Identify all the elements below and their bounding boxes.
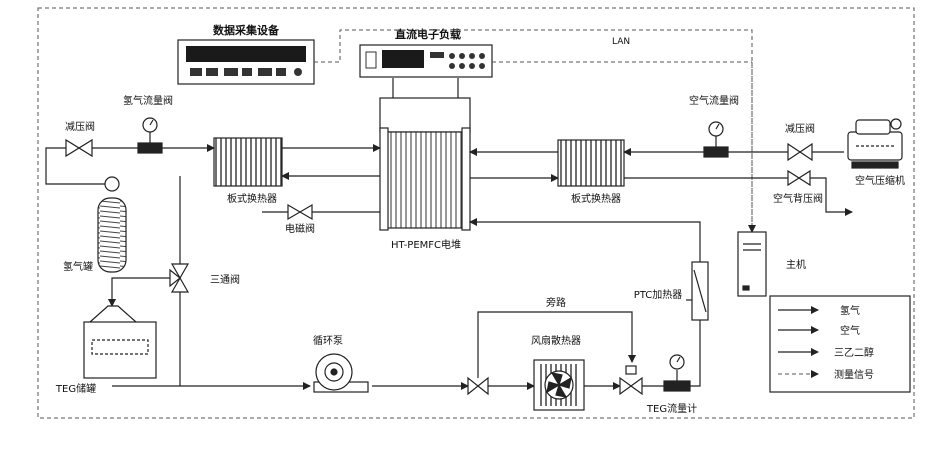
air-compressor-label: 空气压缩机	[855, 174, 905, 187]
legend: 氢气 空气 三乙二醇 测量信号	[770, 296, 910, 392]
air-flow-valve-label: 空气流量阀	[689, 94, 739, 107]
pump-label: 循环泵	[313, 334, 343, 347]
dc-load-label: 直流电子负载	[395, 27, 461, 41]
reducer-valve-right	[788, 144, 812, 160]
plate-hx-left-label: 板式换热器	[227, 192, 277, 205]
hydrogen-flow-valve	[138, 118, 162, 153]
reducer-right-label: 减压阀	[785, 122, 815, 135]
solenoid-label: 电磁阀	[285, 222, 315, 235]
bypass-label: 旁路	[546, 296, 566, 309]
stack-label: HT-PEMFC电堆	[391, 238, 461, 251]
legend-item-signal: 测量信号	[834, 368, 874, 381]
plate-hx-left	[214, 138, 282, 186]
fan-hx-label: 风扇散热器	[531, 334, 581, 347]
teg-flowmeter-label: TEG流量计	[646, 402, 697, 415]
reducer-left-label: 减压阀	[65, 120, 95, 133]
circulation-pump	[314, 354, 368, 392]
air-back-valve-label: 空气背压阀	[773, 192, 823, 205]
teg-tank	[84, 306, 156, 378]
h2-tank-label: 氢气罐	[63, 260, 93, 273]
solenoid-valve	[288, 205, 312, 219]
reducer-valve-left	[66, 140, 92, 156]
h2-flow-valve-label: 氢气流量阀	[123, 94, 173, 107]
ptc-heater	[686, 262, 708, 320]
three-way-label: 三通阀	[210, 273, 240, 286]
air-flow-valve	[704, 122, 728, 157]
split-valve	[468, 378, 488, 394]
fan-heat-exchanger	[534, 360, 584, 410]
daq-label: 数据采集设备	[213, 23, 280, 37]
daq-device	[178, 40, 314, 84]
legend-item-air: 空气	[840, 324, 860, 337]
lan-label: LAN	[612, 37, 630, 47]
fuel-cell-stack	[380, 78, 470, 230]
mixing-valve	[620, 366, 642, 394]
air-back-pressure-valve	[788, 171, 810, 185]
legend-item-teg: 三乙二醇	[834, 346, 874, 359]
air-compressor	[848, 119, 902, 168]
hydrogen-lines	[46, 148, 380, 212]
host-label: 主机	[786, 258, 806, 271]
dc-load-device	[360, 45, 492, 77]
plate-hx-right-label: 板式换热器	[571, 192, 621, 205]
three-way-valve	[170, 264, 188, 292]
hydrogen-tank	[98, 177, 126, 272]
ptc-label: PTC加热器	[634, 288, 683, 301]
legend-item-hydrogen: 氢气	[840, 304, 860, 317]
host-computer	[738, 232, 766, 296]
teg-tank-label: TEG储罐	[55, 382, 96, 395]
plate-hx-right	[558, 140, 624, 186]
teg-flowmeter	[664, 355, 690, 391]
